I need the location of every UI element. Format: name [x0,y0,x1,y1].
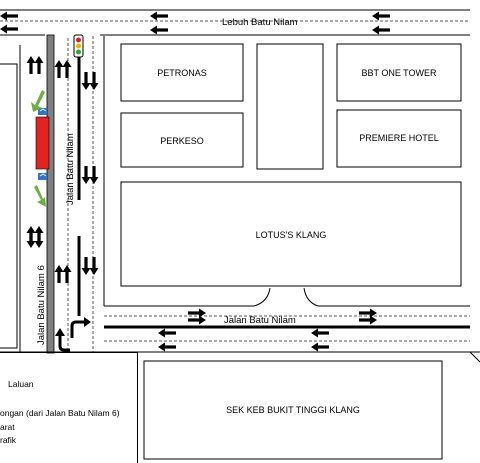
legend-item: arat [0,422,15,432]
arrow-left-icon [0,11,390,35]
road-jalan-batu-nilam [0,287,480,353]
traffic-light-icon [73,34,84,58]
road-lebuh-batu-nilam [0,9,470,36]
building-label-premiere-hotel: PREMIERE HOTEL [359,133,439,143]
building-middle-unlabeled [256,43,324,170]
flag-icon [38,108,47,180]
road-jalan-batu-nilam-vertical [67,36,105,352]
road-label-jalan-batu-nilam: Jalan Batu Nilam [224,315,296,326]
closed-lane-block [35,116,50,170]
diversion-arrow-icon [31,90,46,207]
building-lotus-klang [120,181,462,287]
building-label-sek-keb: SEK KEB BUKIT TINGGI KLANG [226,405,360,415]
legend-item: rafik [0,435,17,445]
road-label-jalan-batu-nilam-6: Jalan Batu Nilam 6 [36,265,47,345]
building-label-perkeso: PERKESO [160,136,204,146]
road-jalan-batu-nilam-6 [19,34,55,354]
legend: Laluan ongan (dari Jalan Batu Nilam 6) a… [0,352,138,463]
road-label-jalan-batu-nilam-vertical: Jalan Batu Nilam [65,133,76,205]
building-premiere-hotel [336,109,462,168]
turn-arrow-head-icon [55,317,91,336]
building-bbt-one-tower [336,43,462,102]
diversion-zone [31,90,50,207]
road-label-lebuh-batu-nilam: Lebuh Batu Nilam [222,17,298,28]
arrow-left-icon [158,328,329,352]
legend-item: Laluan [8,379,34,389]
turn-arrow-icon [58,320,84,352]
road-edge [469,351,480,363]
building-petronas [120,43,244,102]
building-label-petronas: PETRONAS [157,68,207,78]
building-sek-keb [143,360,443,460]
building-perkeso [120,112,244,168]
legend-item: ongan (dari Jalan Batu Nilam 6) [0,408,120,418]
building-label-bbt-one-tower: BBT ONE TOWER [361,68,437,78]
building-label-lotus-klang: LOTUS'S KLANG [256,230,327,240]
road-median [46,34,55,354]
building-left-partial [0,63,18,349]
